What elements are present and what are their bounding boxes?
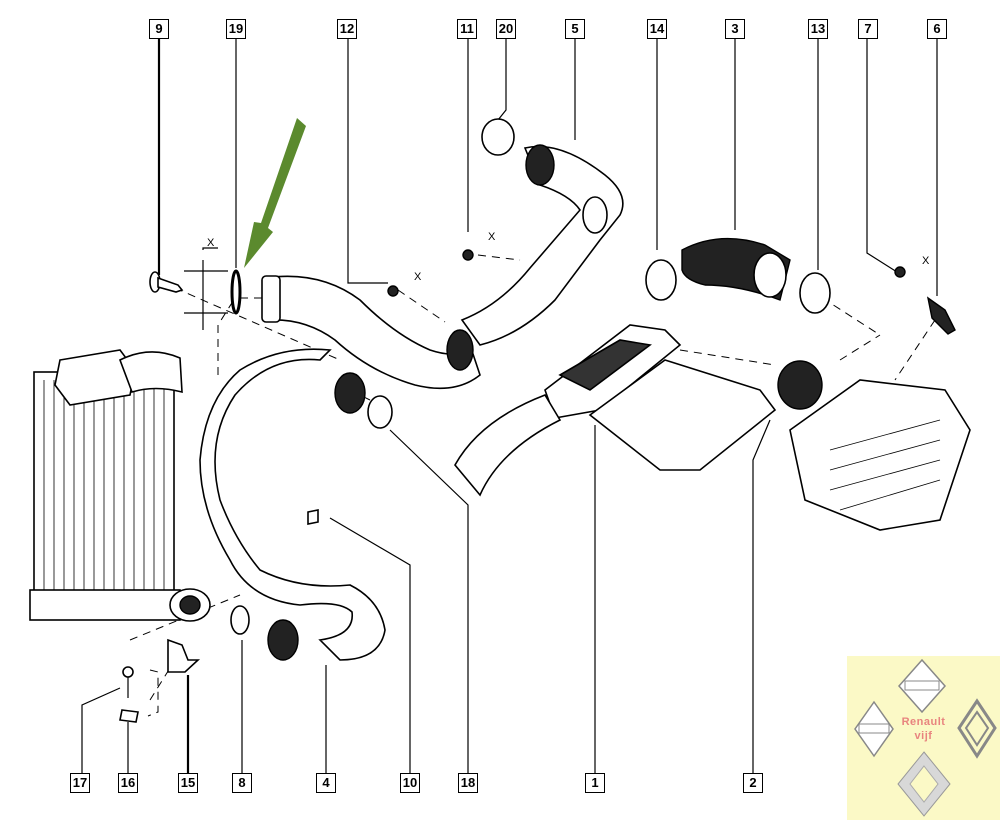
renault-vijf-watermark: Renault vijf [847, 656, 1000, 820]
watermark-line1: Renault [901, 716, 946, 728]
callout-19: 19 [226, 19, 246, 39]
part-5-pipe [460, 144, 624, 346]
part-11-nut [462, 249, 474, 261]
part-18-oring [367, 395, 393, 429]
renault-diamond-logo-top [897, 658, 947, 714]
part-10-bolt [307, 509, 319, 525]
leader-12 [347, 38, 388, 284]
intake-manifold [789, 379, 971, 531]
leader-10 [329, 517, 411, 775]
leader-18 [389, 429, 469, 775]
callout-11: 11 [457, 19, 477, 39]
callout-5: 5 [565, 19, 585, 39]
part-9-bolt [149, 271, 184, 293]
part-2-tray [588, 359, 777, 471]
part-14-clamp [645, 259, 677, 301]
callout-13: 13 [808, 19, 828, 39]
callout-1: 1 [585, 773, 605, 793]
torque-x-label-12: X [414, 271, 422, 283]
part-19-oring [230, 269, 242, 315]
part-15-bracket [167, 638, 201, 673]
renault-logos [854, 658, 997, 817]
part-1-airbox [454, 324, 682, 497]
torque-x-label-7: X [922, 255, 930, 267]
part-13-clamp [799, 272, 831, 314]
callout-9: 9 [149, 19, 169, 39]
part-16-clip [119, 709, 139, 723]
part-6-sensor [926, 296, 956, 335]
callout-10: 10 [400, 773, 420, 793]
renault-modern-logo [897, 751, 951, 817]
callout-20: 20 [496, 19, 516, 39]
part-20-oring [481, 118, 515, 156]
leader-lines [81, 38, 938, 775]
callout-6: 6 [927, 19, 947, 39]
leader-20 [497, 38, 507, 121]
highlight-arrow [244, 118, 306, 268]
part-2-gasket [777, 360, 823, 410]
callout-15: 15 [178, 773, 198, 793]
leader-17 [81, 687, 121, 775]
intercooler [29, 349, 211, 622]
part-3-hose [681, 237, 791, 301]
watermark-line2: vijf [914, 730, 933, 742]
renault-striped-logo-right [957, 698, 997, 759]
part-17-bolt [122, 666, 134, 698]
torque-x-label-11: X [488, 231, 496, 243]
callout-7: 7 [858, 19, 878, 39]
part-12-nut [387, 285, 399, 297]
torque-x-label: X [207, 237, 215, 249]
torque-marker-x: X [184, 237, 228, 330]
leader-2 [752, 419, 771, 775]
renault-diamond-logo-left [854, 700, 894, 758]
callout-14: 14 [647, 19, 667, 39]
callout-3: 3 [725, 19, 745, 39]
part-4-duct [199, 348, 386, 661]
callout-12: 12 [337, 19, 357, 39]
leader-7 [866, 38, 898, 273]
part-12-duct [261, 275, 481, 390]
part-7-bolt [894, 266, 906, 278]
callout-4: 4 [316, 773, 336, 793]
callout-18: 18 [458, 773, 478, 793]
callout-2: 2 [743, 773, 763, 793]
callout-8: 8 [232, 773, 252, 793]
callout-17: 17 [70, 773, 90, 793]
callout-16: 16 [118, 773, 138, 793]
